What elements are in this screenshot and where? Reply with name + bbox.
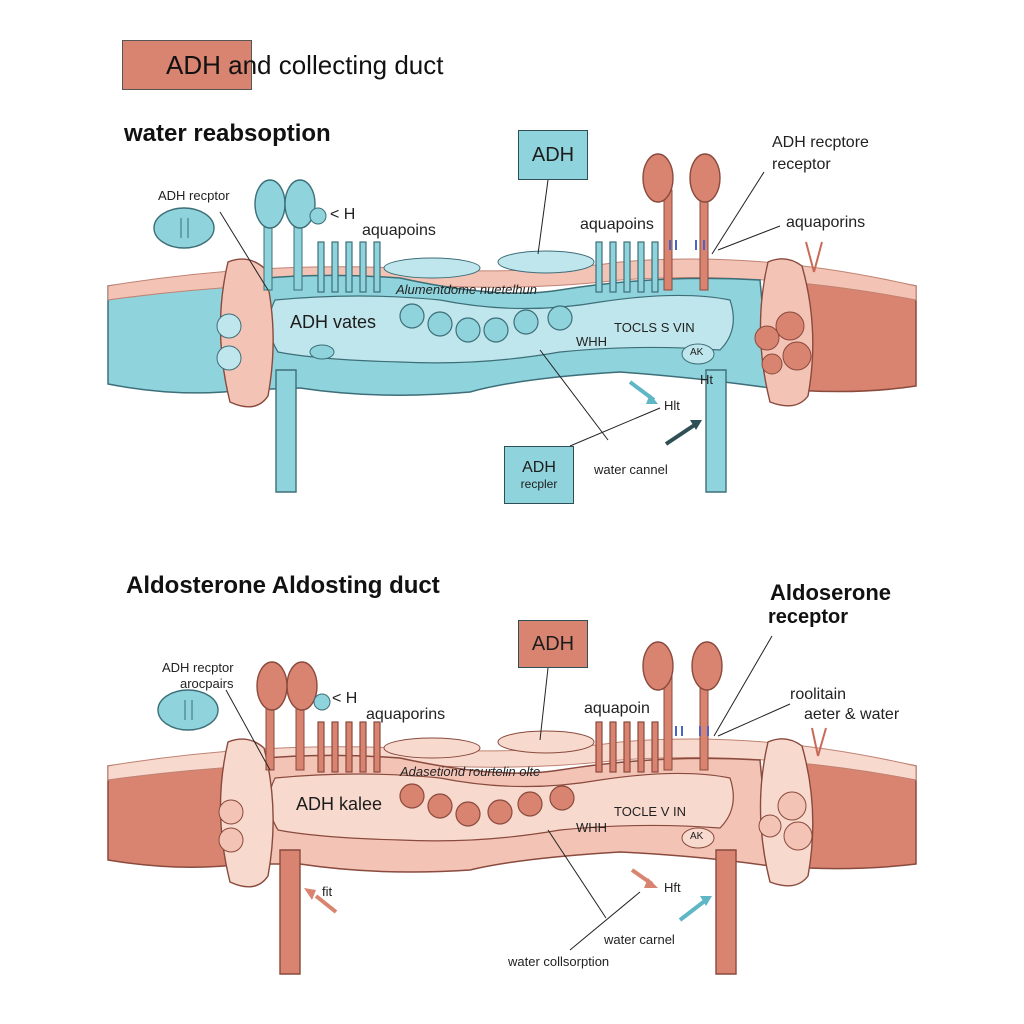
bottom-heading: Aldosterone Aldosting duct <box>126 572 440 599</box>
top-ht-text: Ht <box>700 372 713 387</box>
bottom-roolitain-2: aeter & water <box>804 706 900 723</box>
top-receptor-box-line2: recpler <box>520 477 558 491</box>
bottom-whh-text: WHH <box>576 820 608 835</box>
bottom-ak-text: AK <box>690 831 704 842</box>
bottom-lumen-text: ADH kalee <box>296 794 383 814</box>
top-adh-box: ADH <box>518 130 588 180</box>
top-heading: water reabsoption <box>124 120 331 147</box>
bottom-tubule-text: TOCLE V IN <box>614 804 687 819</box>
bottom-aldosterone-2: receptor <box>768 606 849 628</box>
bottom-fit-text: fit <box>322 884 333 899</box>
bottom-water-collsorption: water collsorption <box>508 954 610 969</box>
top-tubule-text: TOCLS S VIN <box>614 320 695 335</box>
top-adh-receptor-right-2: receptor <box>772 156 831 173</box>
bottom-adh-receptor-2: arocpairs <box>180 676 234 691</box>
bottom-adh-receptor-1: ADH recptor <box>162 660 234 675</box>
bottom-water-channel: water carnel <box>604 932 675 947</box>
top-whh-text: WHH <box>576 334 608 349</box>
top-water-channel: water cannel <box>594 462 668 477</box>
top-diagram <box>107 153 917 493</box>
top-adh-receptor-right-1: ADH recptore <box>772 134 869 151</box>
bottom-aldosterone-1: Aldoserone <box>770 580 892 605</box>
top-receptor-icon <box>153 207 215 249</box>
bottom-hft-text: Hft <box>664 880 681 895</box>
top-receptor-box: ADH recpler <box>504 446 574 504</box>
bottom-adh-box: ADH <box>518 620 588 668</box>
top-receptor-box-line1: ADH <box>522 459 556 476</box>
top-h-label: < H <box>330 206 356 223</box>
top-curve-text: Alumentdome nuetelhun <box>396 282 537 297</box>
top-aquaporins-right: aquaporins <box>786 214 866 231</box>
top-hlt-text: Hlt <box>664 398 680 413</box>
title-box <box>122 40 252 90</box>
top-aquaporins-center: aquapoins <box>580 216 654 233</box>
bottom-aquaporins-center: aquapoin <box>584 700 650 717</box>
bottom-h-label: < H <box>332 690 358 707</box>
top-left-cap <box>219 258 274 408</box>
top-ak-text: AK <box>690 347 704 358</box>
bottom-roolitain-1: roolitain <box>790 686 847 703</box>
top-lumen-text: ADH vates <box>290 312 377 332</box>
bottom-curve-text: Adasetiond rourtelin olte <box>400 764 541 779</box>
bottom-aquaporins-left: aquaporins <box>366 706 446 723</box>
page-title: ADH and collecting duct <box>166 50 444 80</box>
top-adh-receptor-label: ADH recptor <box>158 188 230 203</box>
bottom-diagram <box>107 635 917 975</box>
top-aquaporins-left: aquapoins <box>362 222 436 239</box>
